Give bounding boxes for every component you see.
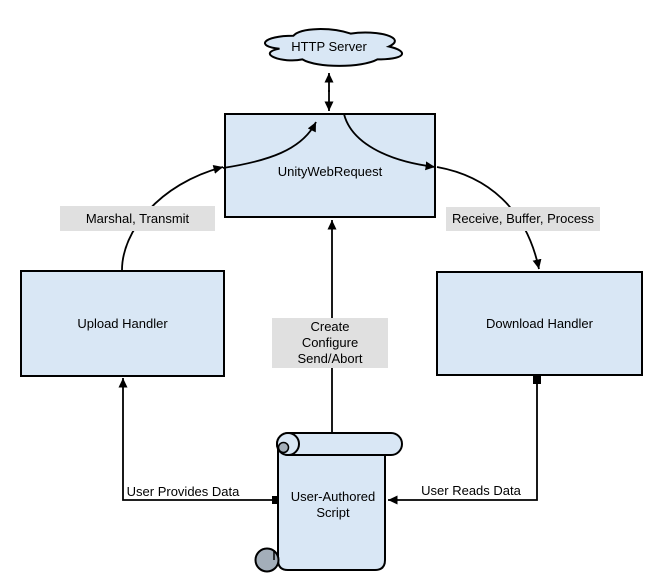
node-http-server-label: HTTP Server	[291, 39, 367, 54]
edge-label-create-configure-send: Create Configure Send/Abort	[272, 318, 388, 368]
edge-label-create-line3: Send/Abort	[297, 351, 363, 366]
cloud-shape	[264, 28, 403, 67]
user-provides-data-source-marker	[272, 496, 280, 504]
node-upload-handler: Upload Handler	[20, 270, 225, 377]
node-unitywebrequest-label: UnityWebRequest	[277, 164, 383, 179]
edge-label-user-reads-data: User Reads Data	[421, 483, 521, 498]
scroll-bottom-curl	[254, 547, 280, 573]
node-download-handler: Download Handler	[436, 271, 643, 376]
node-user-authored-script-label: User-Authored Script	[283, 489, 383, 521]
edge-label-receive-text: Receive, Buffer, Process	[451, 211, 595, 226]
internal-server-to-download-curve	[343, 113, 436, 171]
edge-label-create-line1: Create	[310, 319, 350, 334]
scroll-top-roll-spiral	[277, 441, 290, 454]
script-label-line2: Script	[316, 505, 350, 520]
edge-label-receive-buffer-process: Receive, Buffer, Process	[446, 207, 600, 231]
node-unitywebrequest: UnityWebRequest	[224, 113, 436, 218]
node-download-handler-label: Download Handler	[486, 316, 593, 331]
edge-label-marshal-text: Marshal, Transmit	[85, 210, 190, 226]
edge-label-marshal-transmit: Marshal, Transmit	[60, 206, 215, 231]
scroll-shape	[254, 432, 403, 573]
edge-label-create-line2: Configure	[301, 335, 359, 350]
edge-label-user-provides-data: User Provides Data	[126, 484, 240, 499]
node-upload-handler-label: Upload Handler	[77, 316, 168, 331]
user-reads-data-source-marker	[533, 376, 541, 384]
script-label-line1: User-Authored	[290, 489, 376, 504]
internal-upload-to-server-curve	[222, 121, 317, 169]
user-provides-data-line	[118, 378, 277, 501]
receive-buffer-curve	[436, 166, 542, 270]
user-reads-data-line	[388, 380, 538, 505]
